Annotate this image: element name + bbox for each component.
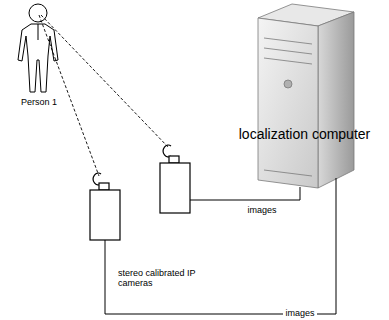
camera-group: stereo calibrated IP cameras (84, 140, 244, 302)
node-label: Person 1 (12, 97, 66, 107)
image-cable (105, 178, 336, 314)
camera-icon (160, 145, 190, 213)
computer-node: localization computer (222, 0, 387, 192)
person-label: Person 1 (12, 2, 66, 110)
image-cable (190, 187, 300, 200)
sight-line (39, 15, 99, 176)
computer-tower (258, 4, 354, 188)
person-figure (18, 4, 58, 92)
edge-label: images (245, 206, 278, 216)
node-label: localization computer (222, 126, 387, 142)
edge-label: images (283, 309, 316, 319)
node-label: stereo calibrated IP cameras (118, 268, 200, 289)
camera-icon (90, 173, 120, 240)
sight-line (41, 15, 169, 148)
